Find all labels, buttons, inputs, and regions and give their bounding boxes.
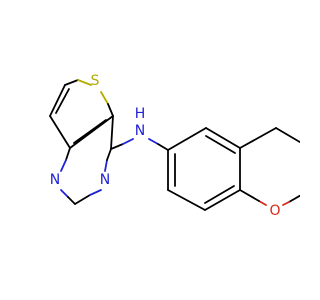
- bond-c3-c2: [49, 84, 66, 117]
- amine-n-label: N: [135, 123, 145, 139]
- bond-c5-n6-n-side: [89, 189, 102, 196]
- bond-o1-c8a-o-side: [258, 200, 267, 206]
- bond-s1-c7a-s-side: [100, 91, 109, 105]
- pyrimidine-n3-label: N: [100, 172, 110, 188]
- structure-svg: S N N N H O: [49, 73, 300, 219]
- bond-c3a-n4: [65, 147, 71, 161]
- amine-h-label: H: [135, 106, 146, 122]
- bond-n4-c5-n-side: [60, 189, 69, 198]
- bond-nh-c6: [157, 143, 169, 151]
- bond-c2-o1-o-side: [282, 201, 290, 206]
- bond-c3a-c3: [49, 115, 71, 149]
- oxygen-atom-label: O: [269, 203, 280, 219]
- bond-c2-s1: [64, 79, 79, 86]
- bond-c8a-c8-double: [204, 185, 235, 204]
- bond-c7-c7a: [110, 115, 114, 150]
- bond-c7-nh-n-side: [122, 138, 134, 145]
- bond-c8-c7: [167, 189, 206, 211]
- bond-c4a-c4: [239, 127, 277, 149]
- bond-nh-c6-n-side: [148, 138, 159, 145]
- bond-c2-s1-s-side: [77, 79, 92, 86]
- bond-s1-c7a: [107, 103, 114, 117]
- pyrimidine-n1-label: N: [50, 172, 60, 188]
- bond-c5-n6: [74, 194, 91, 205]
- bond-c3-c2-double: [55, 88, 70, 114]
- bond-n6-c7-n-side: [104, 159, 108, 172]
- bond-c5-c4a-double: [205, 135, 236, 154]
- bond-c2-o1: [288, 194, 300, 203]
- bond-n4-c5: [67, 196, 76, 205]
- bond-c4-c3: [275, 127, 300, 144]
- bond-o1-c8a: [239, 189, 260, 202]
- bond-c3a-n4-n-side: [60, 159, 67, 172]
- bond-n6-c7: [106, 148, 112, 161]
- bond-c7a-c3a: [69, 115, 114, 149]
- bond-c8a-c8: [204, 189, 241, 211]
- bond-c6-c5: [167, 127, 207, 151]
- bond-c7-nh: [110, 143, 124, 150]
- sulfur-atom-label: S: [91, 73, 100, 89]
- bond-c7a-c3a-double: [73, 119, 107, 144]
- molecule-diagram: S N N N H O: [49, 73, 300, 219]
- bond-c5-c4a: [205, 127, 241, 149]
